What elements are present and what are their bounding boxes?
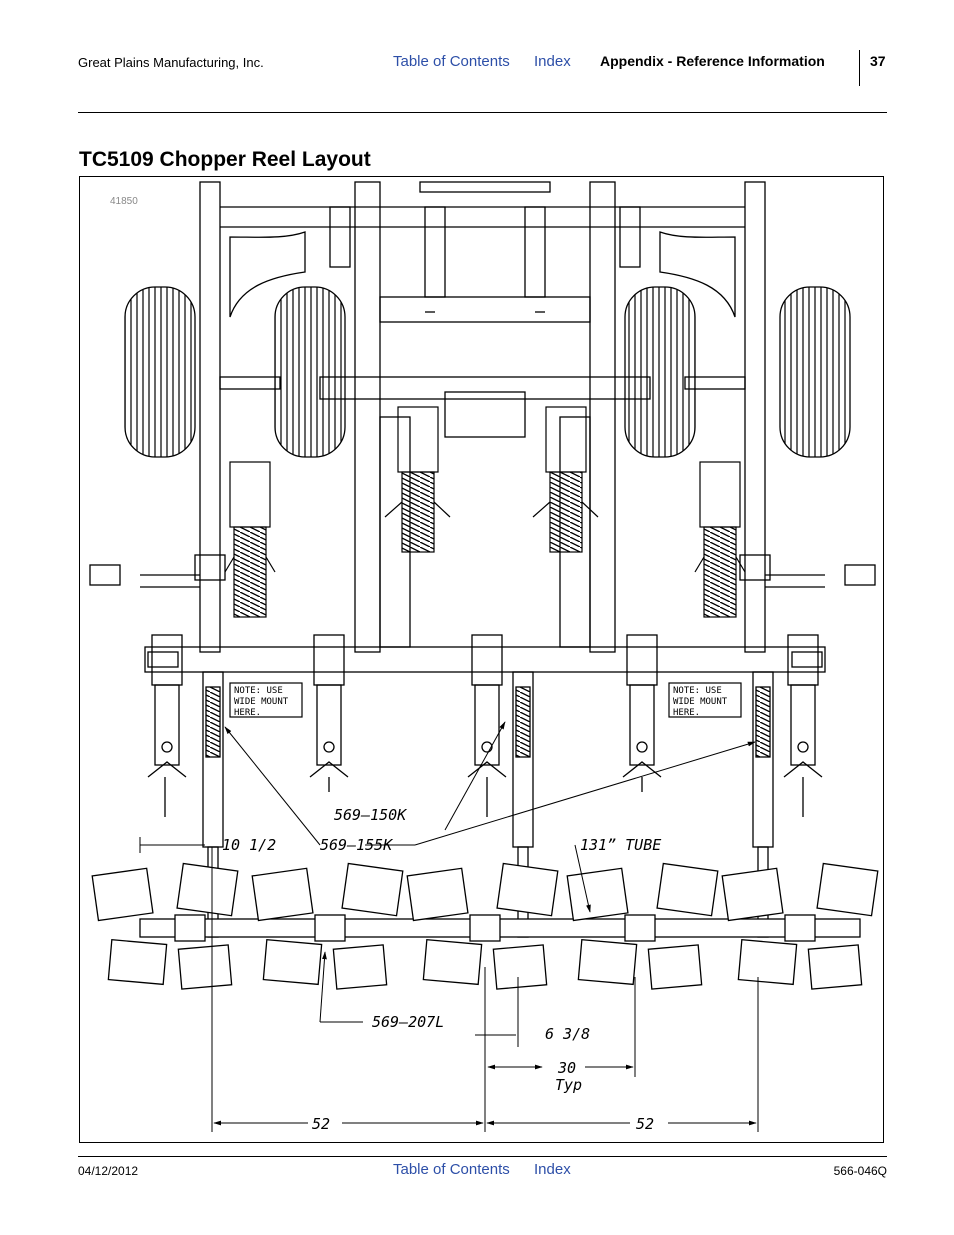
note-line: WIDE MOUNT [673, 697, 728, 707]
note-line: NOTE: USE [234, 686, 283, 696]
footer-doc-number: 566-046Q [833, 1164, 887, 1178]
dimension-6-3-8: 6 3/8 [545, 1025, 590, 1043]
main-frame [89, 181, 876, 653]
header-divider [859, 50, 860, 86]
footer-rule [78, 1156, 887, 1157]
cylinders [224, 406, 746, 618]
callout-131-tube: 131” TUBE [580, 836, 661, 854]
footer-index-link[interactable]: Index [534, 1161, 571, 1178]
note-line: HERE. [234, 708, 261, 718]
wheels [124, 286, 851, 458]
section-title: Appendix - Reference Information [600, 53, 825, 69]
dimension-lines [211, 847, 759, 1132]
dimension-52-right: 52 [636, 1115, 654, 1133]
dimension-10-1-2: 10 1/2 [222, 836, 276, 854]
table-of-contents-link[interactable]: Table of Contents [393, 53, 510, 70]
reel [91, 862, 879, 990]
company-name: Great Plains Manufacturing, Inc. [78, 55, 264, 70]
note-line: NOTE: USE [673, 686, 722, 696]
dimension-52-left: 52 [312, 1115, 330, 1133]
index-link[interactable]: Index [534, 53, 571, 70]
callout-569-150k: 569–150K [334, 806, 407, 824]
shank-mounts [151, 634, 819, 766]
note-line: WIDE MOUNT [234, 697, 289, 707]
page-number: 37 [870, 53, 886, 69]
toolbar [144, 634, 826, 817]
dimension-typ: Typ [555, 1076, 582, 1094]
callout-569-207l: 569–207L [372, 1013, 444, 1031]
page-title: TC5109 Chopper Reel Layout [79, 148, 371, 171]
chopper-reel-diagram: 41850 [79, 176, 884, 1143]
dimension-30: 30 [557, 1059, 576, 1077]
note-box-left: NOTE: USE WIDE MOUNT HERE. [229, 682, 303, 718]
diagram-drawing: NOTE: USE WIDE MOUNT HERE. NOTE: USE WID… [89, 181, 879, 1133]
note-line: HERE. [673, 708, 700, 718]
page-header: Great Plains Manufacturing, Inc. Table o… [78, 50, 887, 90]
footer-table-of-contents-link[interactable]: Table of Contents [393, 1161, 510, 1178]
callout-569-155k: 569–155K [320, 836, 393, 854]
figure-id: 41850 [110, 196, 138, 207]
note-box-right: NOTE: USE WIDE MOUNT HERE. [668, 682, 742, 718]
footer-date: 04/12/2012 [78, 1164, 139, 1178]
header-rule [78, 112, 887, 113]
